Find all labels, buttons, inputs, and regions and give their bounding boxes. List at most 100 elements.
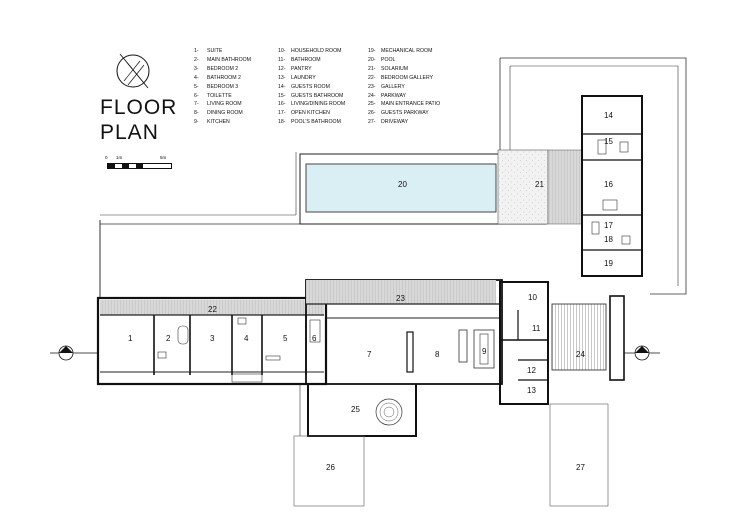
room-label-2: 2 (166, 334, 171, 343)
legend-item: 6- TOILETTE (194, 93, 232, 99)
guest-pavilion (581, 95, 643, 277)
legend-item: 12-PANTRY (278, 66, 312, 72)
legend-item: 21- SOLARIUM (368, 66, 408, 72)
legend-number: 4- (194, 74, 199, 81)
room-label-17: 17 (604, 221, 613, 230)
legend-item: 7- LIVING ROOM (194, 101, 242, 107)
entrance-patio (307, 384, 417, 437)
pool-water (305, 163, 497, 213)
legend-label: SOLARIUM (381, 65, 409, 72)
solarium-area (497, 149, 549, 225)
legend-item: 16- LIVING/DINING ROOM (278, 101, 345, 107)
room-label-22: 22 (208, 305, 217, 314)
legend-item: 13- LAUNDRY (278, 75, 316, 81)
room-label-7: 7 (367, 350, 372, 359)
legend-item: 25- MAIN ENTRANCE PATIO (368, 101, 440, 107)
room-label-5: 5 (283, 334, 288, 343)
room-label-11: 11 (532, 324, 541, 333)
scale-label-end: 5m (160, 155, 167, 160)
scale-bar (107, 163, 172, 169)
legend-item: 24- PARKWAY (368, 93, 406, 99)
legend-label: LAUNDRY (291, 74, 316, 81)
legend-item: 5- BEDROOM 3 (194, 84, 238, 90)
legend-number: 27- (368, 119, 376, 126)
scale-label-mid: 1m (116, 155, 123, 160)
legend-item: 22- BEDROOM GALLERY (368, 75, 433, 81)
outer-boundary-right (500, 57, 687, 295)
room-label-19: 19 (604, 259, 613, 268)
room-label-24: 24 (576, 350, 585, 359)
legend-label: PARKWAY (381, 92, 406, 99)
legend-label: POOL (381, 56, 396, 63)
legend-item: 11-BATHROOM (278, 57, 321, 63)
legend-item: 17- OPEN KITCHEN (278, 110, 330, 116)
legend-item: 26-GUESTS PARKWAY (368, 110, 429, 116)
legend-number: 3- (194, 65, 199, 72)
legend-item: 14- GUESTS ROOM (278, 84, 330, 90)
legend-number: 11- (278, 56, 286, 63)
legend-number: 5- (194, 83, 199, 90)
legend-item: 10-HOUSEHOLD ROOM (278, 48, 341, 54)
title-plan: PLAN (100, 121, 159, 144)
legend-number: 17- (278, 110, 286, 117)
room-label-3: 3 (210, 334, 215, 343)
legend-number: 13- (278, 74, 286, 81)
legend-number: 6- (194, 92, 199, 99)
legend-number: 14- (278, 83, 286, 90)
legend-item: 9-KITCHEN (194, 119, 230, 125)
scale-label-zero: 0 (105, 155, 108, 160)
legend-label: LIVING ROOM (207, 101, 242, 108)
legend-number: 15- (278, 92, 286, 99)
legend-number: 23- (368, 83, 376, 90)
legend-label: BEDROOM 3 (207, 83, 239, 90)
legend-number: 21- (368, 65, 376, 72)
legend-label: HOUSEHOLD ROOM (291, 48, 342, 54)
legend-label: BEDROOM 2 (207, 65, 239, 72)
legend-number: 8- (194, 110, 199, 117)
legend-item: 8-DINING ROOM (194, 110, 243, 116)
room-label-18: 18 (604, 235, 613, 244)
legend-label: MAIN ENTRANCE PATIO (381, 101, 441, 108)
legend-item: 15- GUESTS BATHROOM (278, 93, 343, 99)
legend-label: DRIVEWAY (381, 119, 409, 126)
driveway (549, 403, 609, 507)
legend-label: BATHROOM 2 (207, 74, 241, 81)
legend-item: 19-MECHANICAL ROOM (368, 48, 432, 54)
legend-number: 22- (368, 74, 376, 81)
room-label-27: 27 (576, 463, 585, 472)
legend-label: SUITE (207, 48, 223, 54)
room-label-10: 10 (528, 293, 537, 302)
legend-number: 18- (278, 119, 286, 126)
guests-parkway (293, 435, 365, 507)
legend-item: 20- POOL (368, 57, 395, 63)
section-label-right: A (639, 355, 643, 361)
room-label-8: 8 (435, 350, 440, 359)
legend-label: LIVING/DINING ROOM (291, 101, 346, 108)
legend-item: 1-SUITE (194, 48, 222, 54)
legend-number: 16- (278, 101, 286, 108)
room-label-14: 14 (604, 111, 613, 120)
legend-item: 2-MAIN BATHROOM (194, 57, 251, 63)
parkway-ramp (551, 303, 607, 371)
legend-label: TOILETTE (207, 92, 232, 99)
legend-label: BEDROOM GALLERY (381, 74, 434, 81)
legend-item: 4- BATHROOM 2 (194, 75, 241, 81)
north-arrow-icon (116, 53, 150, 89)
legend-item: 27- DRIVEWAY (368, 119, 408, 125)
legend-number: 7- (194, 101, 199, 108)
legend-number: 25- (368, 101, 376, 108)
legend-label: GUESTS BATHROOM (291, 92, 344, 99)
section-label-left: A (63, 355, 67, 361)
legend-number: 24- (368, 92, 376, 99)
legend-item: 23-GALLERY (368, 84, 405, 90)
legend-number: 19- (368, 48, 376, 54)
legend-label: OPEN KITCHEN (291, 110, 330, 117)
legend-item: 18-POOL'S BATHROOM (278, 119, 341, 125)
room-label-20: 20 (398, 180, 407, 189)
room-label-1: 1 (128, 334, 133, 343)
legend-number: 20- (368, 56, 376, 63)
legend-label: GUESTS ROOM (291, 83, 330, 90)
legend-item: 3- BEDROOM 2 (194, 66, 238, 72)
